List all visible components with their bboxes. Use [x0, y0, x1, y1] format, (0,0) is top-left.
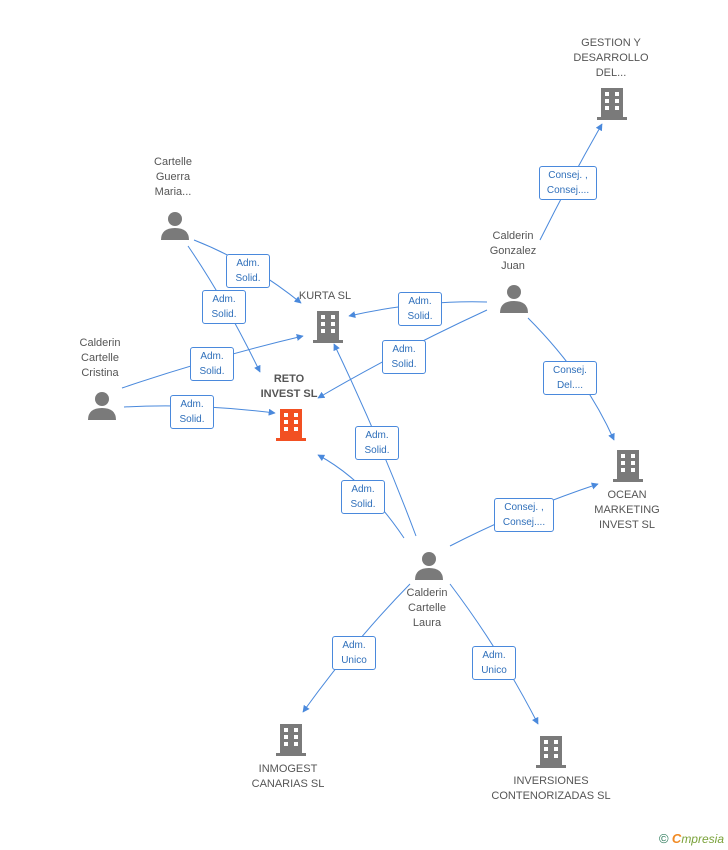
brand-logo: © Cmpresia	[659, 831, 724, 846]
edge-label-e10[interactable]: Adm. Solid.	[341, 480, 385, 514]
node-label: Calderin Cartelle Laura	[406, 587, 448, 629]
edge-label-e13[interactable]: Adm. Unico	[472, 646, 516, 680]
node-label: INVERSIONES CONTENORIZADAS SL	[491, 775, 611, 802]
copyright-symbol: ©	[658, 831, 669, 846]
person-icon[interactable]	[160, 210, 190, 240]
building-icon[interactable]	[313, 309, 343, 343]
brand-initial: C	[671, 831, 682, 846]
node-reto[interactable]: RETO INVEST SL	[244, 372, 334, 402]
building-icon[interactable]	[613, 448, 643, 482]
building-icon[interactable]	[536, 734, 566, 768]
edge-label-e12[interactable]: Adm. Unico	[332, 636, 376, 670]
node-inversiones[interactable]: INVERSIONES CONTENORIZADAS SL	[478, 774, 624, 804]
edge-label-e5[interactable]: Adm. Solid.	[382, 340, 426, 374]
edge-label-e2[interactable]: Adm. Solid.	[226, 254, 270, 288]
node-label: Calderin Gonzalez Juan	[489, 230, 537, 272]
person-icon[interactable]	[87, 390, 117, 420]
edge-label-e1[interactable]: Consej. , Consej....	[539, 166, 597, 200]
edge-label-e11[interactable]: Consej. , Consej....	[494, 498, 554, 532]
edge-label-e9[interactable]: Adm. Solid.	[355, 426, 399, 460]
brand-name: mpresia	[681, 832, 724, 846]
edge-label-e7[interactable]: Adm. Solid.	[190, 347, 234, 381]
node-label: OCEAN MARKETING INVEST SL	[594, 489, 660, 531]
person-icon[interactable]	[499, 283, 529, 313]
node-label: RETO INVEST SL	[260, 373, 318, 400]
edge-label-e4[interactable]: Adm. Solid.	[398, 292, 442, 326]
node-label: Cartelle Guerra Maria...	[154, 156, 192, 198]
node-gestion[interactable]: GESTION Y DESARROLLO DEL...	[556, 36, 666, 81]
building-icon[interactable]	[276, 407, 306, 441]
node-kurta[interactable]: KURTA SL	[285, 289, 365, 304]
node-calderin-gonzalez[interactable]: Calderin Gonzalez Juan	[468, 229, 558, 274]
node-calderin-cristina[interactable]: Calderin Cartelle Cristina	[55, 336, 145, 381]
edge-label-e8[interactable]: Adm. Solid.	[170, 395, 214, 429]
person-icon[interactable]	[414, 550, 444, 580]
node-label: GESTION Y DESARROLLO DEL...	[573, 37, 649, 79]
node-calderin-laura[interactable]: Calderin Cartelle Laura	[382, 586, 472, 631]
building-icon[interactable]	[597, 86, 627, 120]
edge-label-e6[interactable]: Consej. Del....	[543, 361, 597, 395]
node-ocean[interactable]: OCEAN MARKETING INVEST SL	[582, 488, 672, 533]
building-icon[interactable]	[276, 722, 306, 756]
node-label: INMOGEST CANARIAS SL	[251, 763, 325, 790]
node-cartelle-guerra[interactable]: Cartelle Guerra Maria...	[128, 155, 218, 200]
node-label: KURTA SL	[298, 290, 352, 302]
node-label: Calderin Cartelle Cristina	[79, 337, 121, 379]
edge-label-e3[interactable]: Adm. Solid.	[202, 290, 246, 324]
node-inmogest[interactable]: INMOGEST CANARIAS SL	[233, 762, 343, 792]
